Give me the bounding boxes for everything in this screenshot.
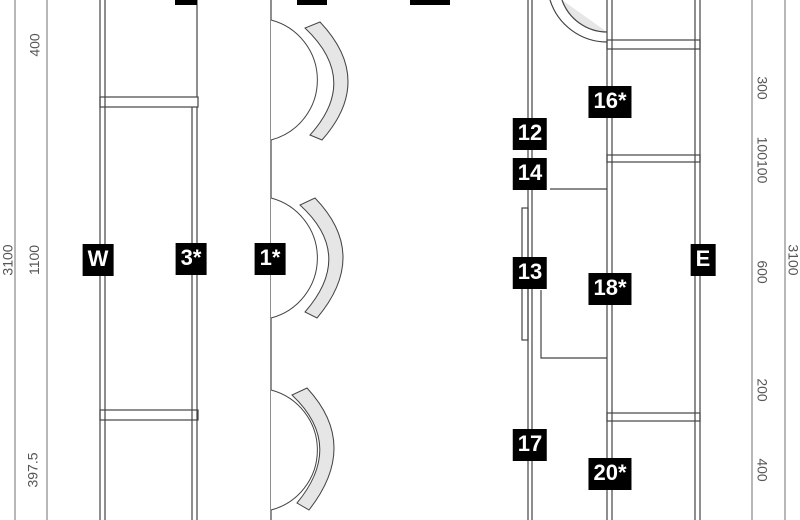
tag-20: 20*: [588, 458, 632, 490]
shelf: [606, 39, 701, 50]
dim-right-a: 300: [754, 76, 771, 100]
tag-12: 12: [512, 118, 548, 150]
dim-left-middle: 1100: [26, 244, 43, 276]
tag-17: 17: [512, 429, 548, 461]
chair-icon: [270, 387, 335, 511]
dim-left-bottom: 397.5: [24, 452, 41, 488]
dim-right-b: 100100: [754, 136, 771, 184]
shelf: [606, 154, 701, 163]
dim-left-top: 400: [26, 33, 43, 57]
tag-east: E: [690, 244, 716, 276]
tag-18: 18*: [588, 273, 632, 305]
dim-left-total: 3100: [0, 244, 16, 276]
shelf: [99, 409, 199, 421]
tag-14: 14: [512, 158, 548, 190]
shelf: [99, 96, 199, 108]
dim-right-e: 400: [754, 458, 771, 482]
tag-1: 1*: [254, 243, 286, 275]
dim-right-d: 200: [754, 378, 771, 402]
chairs: [270, 19, 349, 511]
dim-right-c: 600: [754, 260, 771, 284]
chair-icon: [270, 19, 349, 141]
tag-13: 13: [512, 257, 548, 289]
dim-right-total: 3100: [785, 244, 800, 276]
shelf: [606, 412, 701, 422]
tag-16: 16*: [588, 86, 632, 118]
tag-3: 3*: [175, 243, 207, 275]
tag-west: W: [82, 244, 114, 276]
chair-icon: [270, 197, 344, 319]
